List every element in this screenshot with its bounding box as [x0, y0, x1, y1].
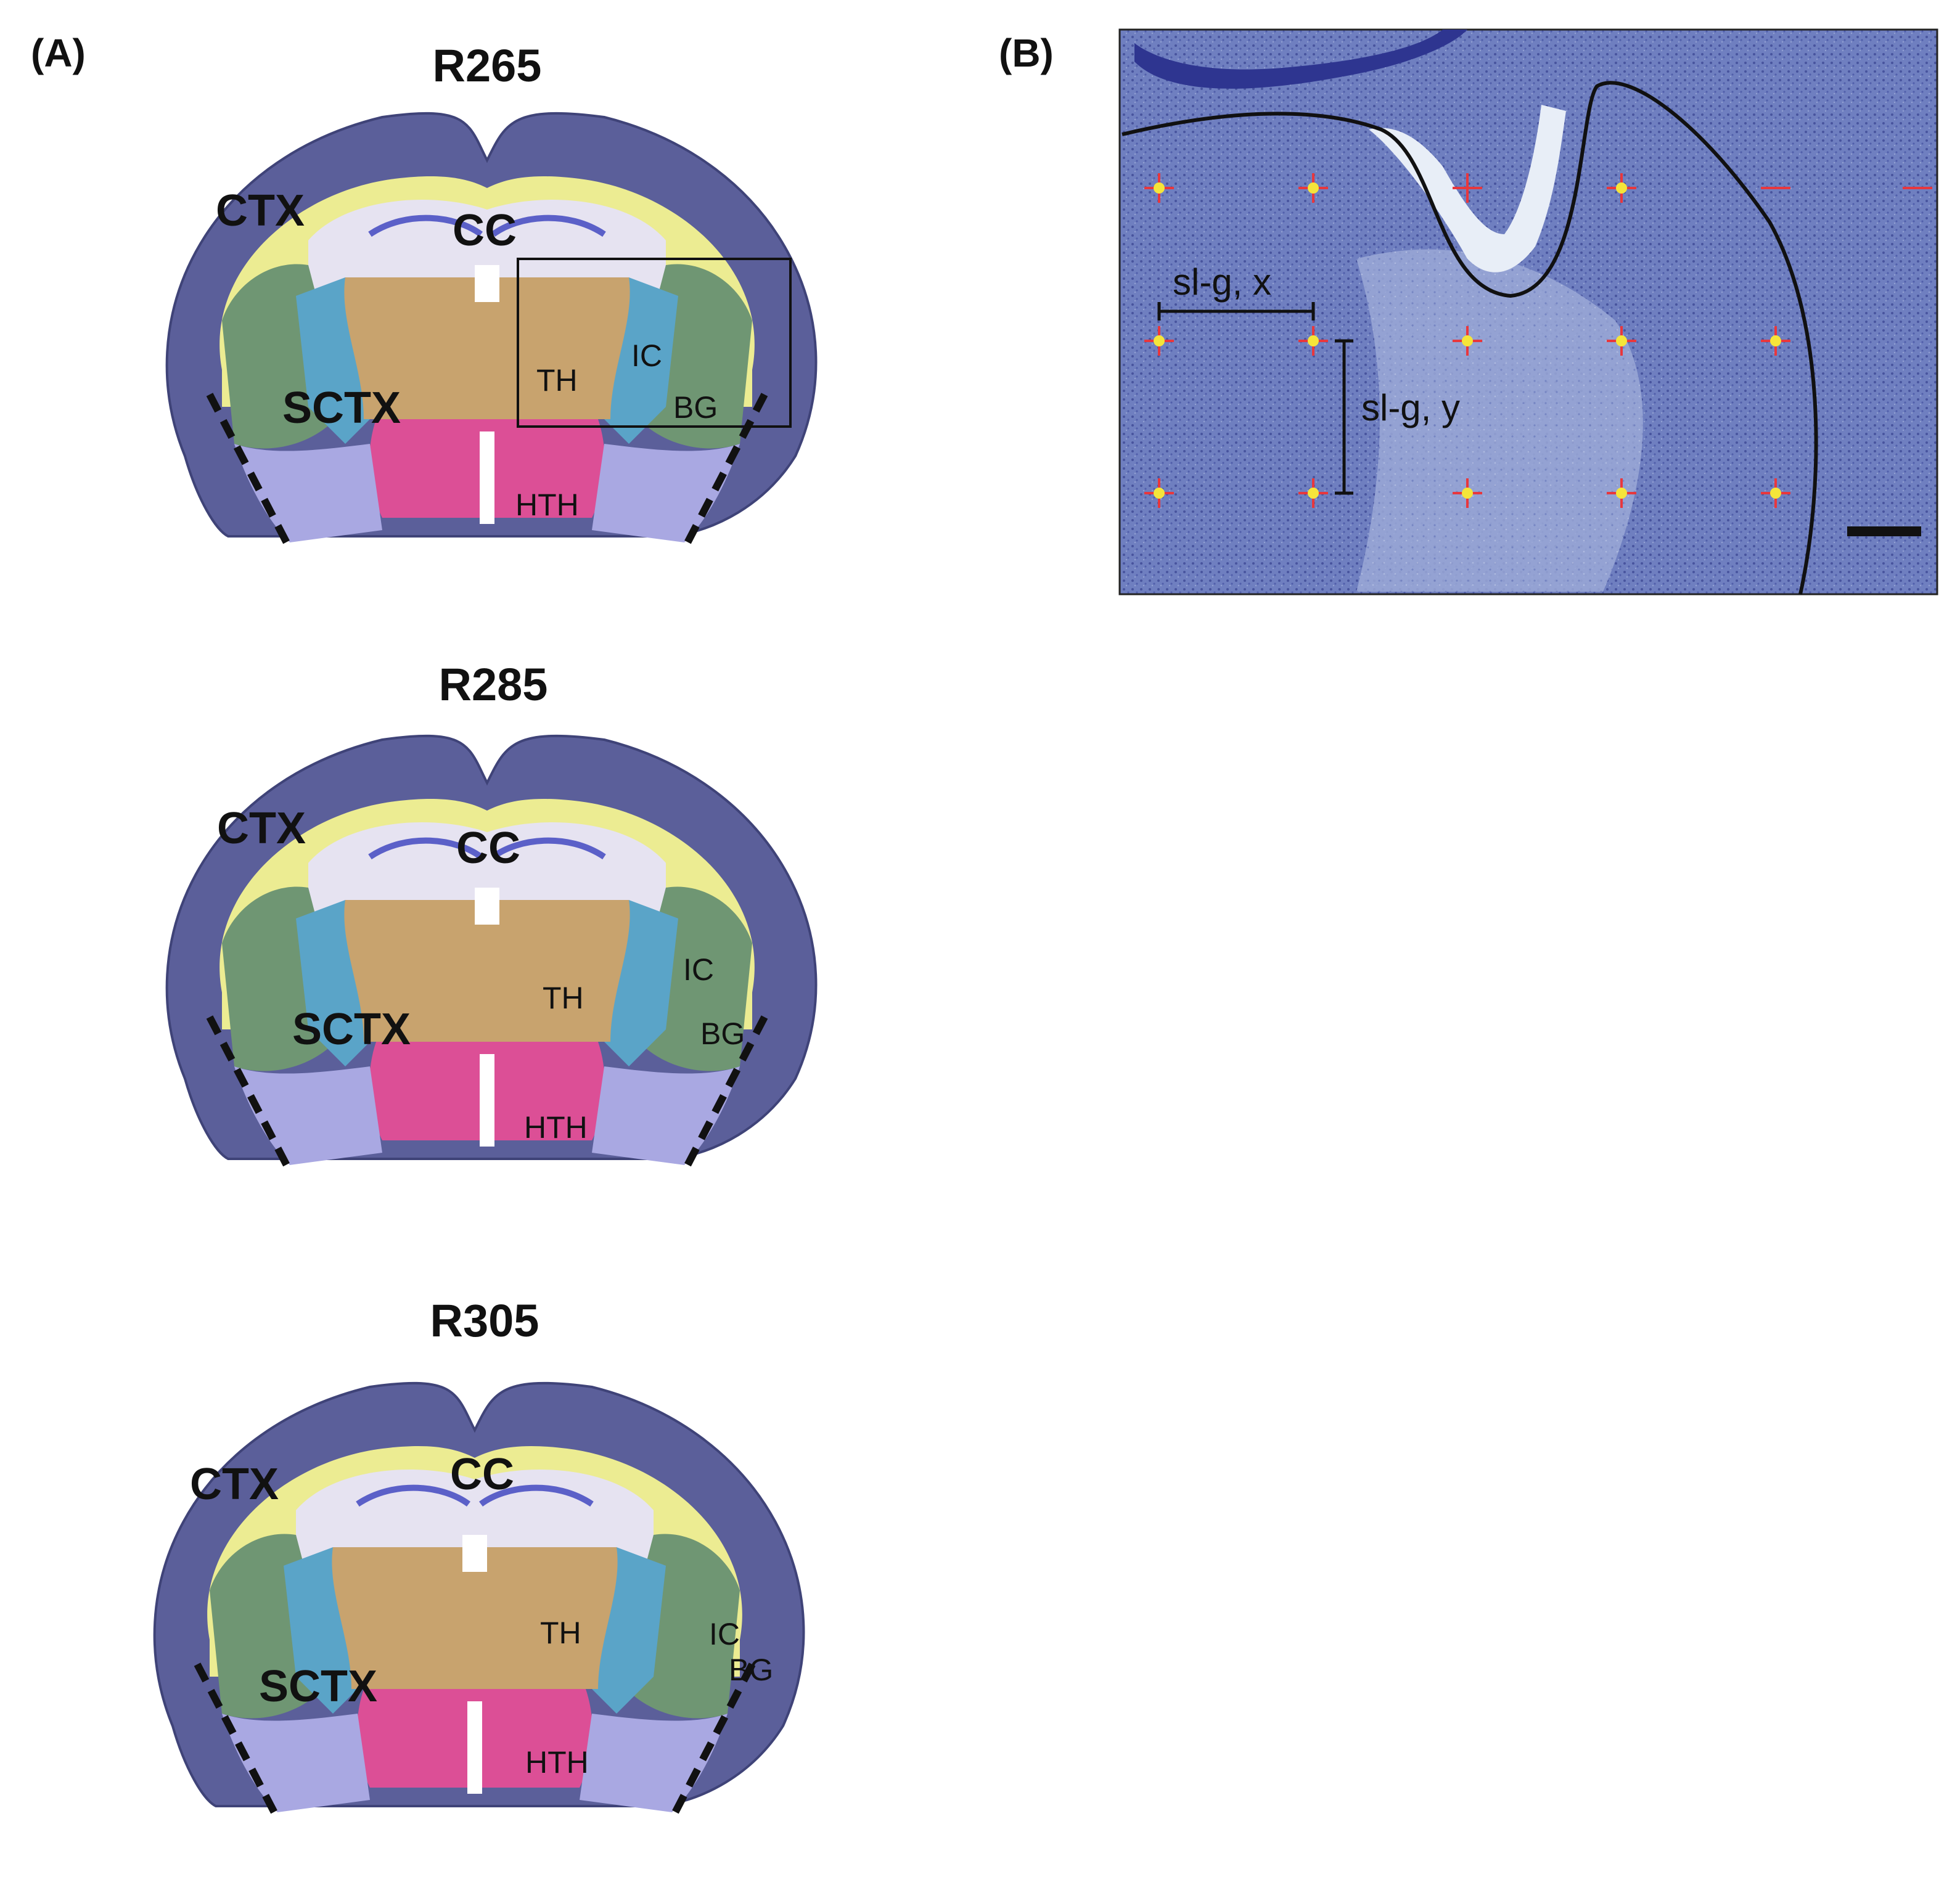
label-hth: HTH: [524, 1110, 588, 1145]
label-th: TH: [540, 1616, 581, 1650]
label-th: TH: [536, 363, 578, 398]
section-r285: R285 CTX CC SCTX TH IC BG HTH: [167, 659, 816, 1171]
label-bg: BG: [700, 1016, 745, 1051]
measure-bar-x: [1157, 302, 1315, 321]
label-cc: CC: [456, 824, 520, 873]
label-measure-x: sl-g, x: [1173, 261, 1271, 303]
hit-markers: [1154, 182, 1781, 499]
label-ctx: CTX: [216, 186, 305, 235]
label-bg: BG: [673, 390, 718, 425]
micrograph-panel: sl-g, x sl-g, y: [1118, 28, 1938, 595]
label-sctx: SCTX: [259, 1662, 377, 1711]
section-r265: R265 CTX CC SCTX TH IC BG HTH: [167, 40, 816, 549]
label-ic: IC: [709, 1617, 740, 1651]
label-ctx: CTX: [190, 1460, 279, 1509]
label-bg: BG: [729, 1653, 773, 1687]
measure-bar-y: [1335, 339, 1353, 495]
label-cc: CC: [453, 206, 517, 255]
region-boundary: [1121, 81, 1818, 595]
label-cc: CC: [450, 1450, 514, 1499]
label-sctx: SCTX: [292, 1005, 411, 1054]
section-title: R285: [439, 659, 548, 710]
label-ic: IC: [683, 952, 714, 987]
label-ctx: CTX: [217, 804, 306, 853]
section-title: R305: [430, 1295, 539, 1346]
label-hth: HTH: [525, 1745, 589, 1780]
label-sctx: SCTX: [282, 383, 401, 433]
inset-box: [517, 258, 792, 428]
fiber-region: [1356, 249, 1643, 592]
panel-label-b: (B): [999, 31, 1054, 75]
panel-label-a: (A): [31, 31, 86, 75]
section-r305: R305 CTX CC SCTX TH IC BG HTH: [155, 1295, 804, 1818]
section-title: R265: [433, 40, 542, 91]
label-measure-y: sl-g, y: [1361, 387, 1460, 428]
label-hth: HTH: [515, 488, 579, 522]
label-ic: IC: [631, 338, 662, 373]
label-th: TH: [543, 981, 584, 1015]
